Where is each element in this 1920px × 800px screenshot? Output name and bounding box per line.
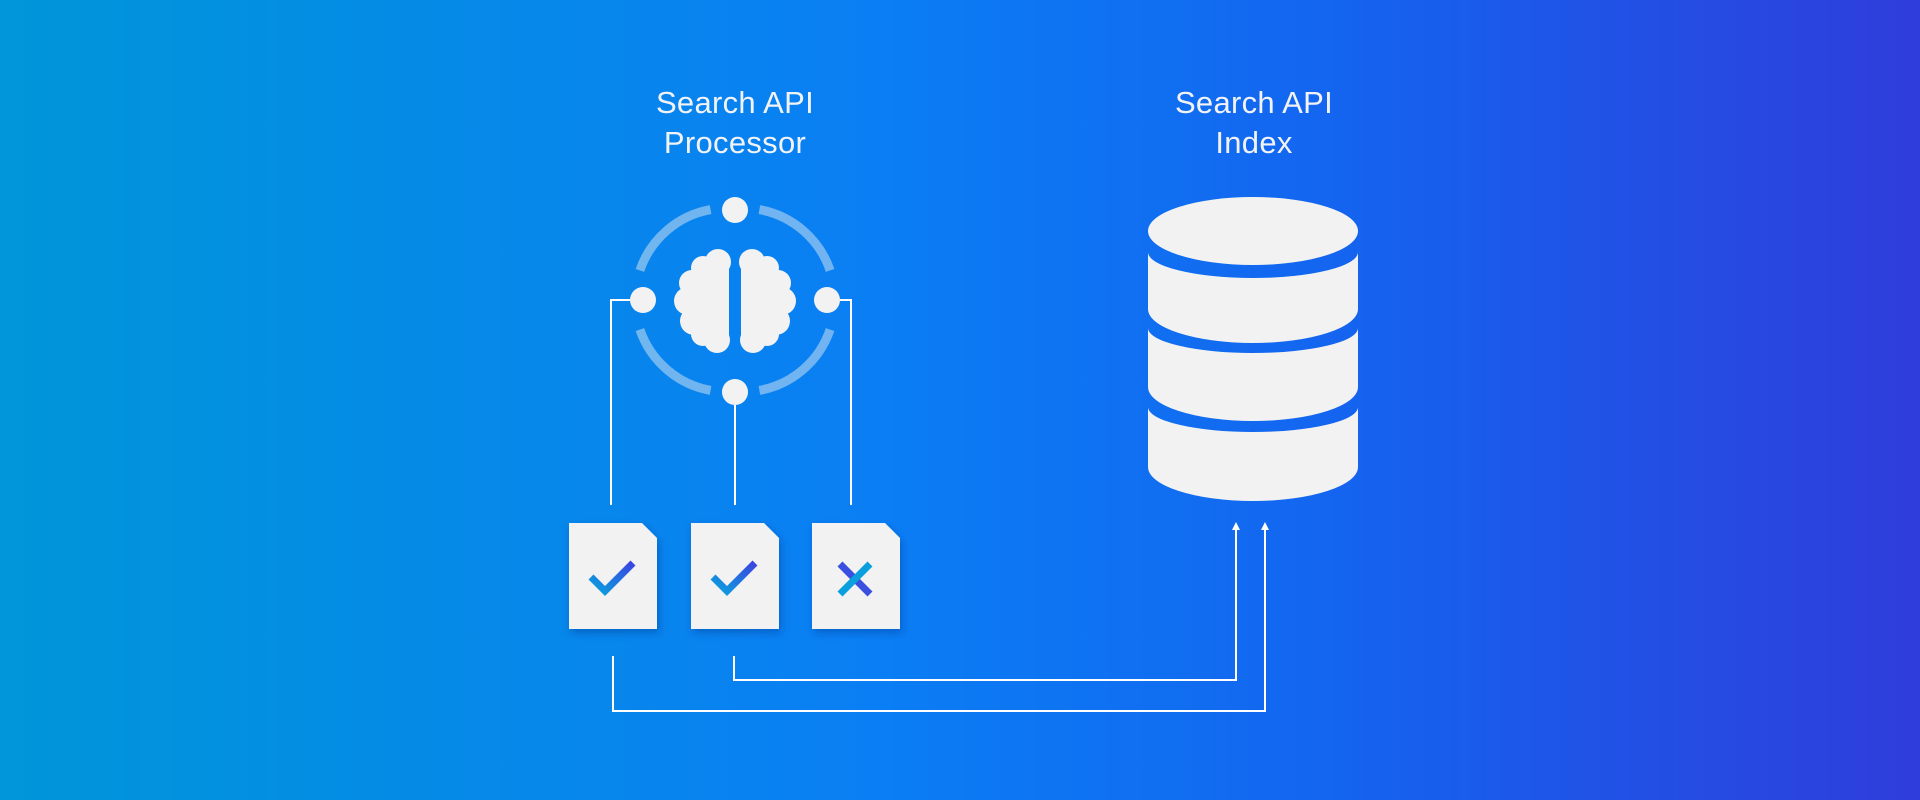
brain-icon [674,249,796,353]
arrowhead-left [1232,522,1240,530]
index-title-line1: Search API [1174,85,1334,120]
check-icon [710,560,758,596]
document-rejected [812,523,900,629]
database-top [1148,197,1358,265]
index-title-line2: Index [1215,125,1293,160]
connector-doc2-to-index [733,528,1237,681]
processor-title-line1: Search API [655,85,815,120]
index-connectors [612,528,1266,712]
ring-arc-top-right [758,205,835,272]
ring-arc-bottom-left [635,328,712,395]
processor-ring [635,205,835,395]
document-accepted-1 [569,523,657,629]
database-icon [1148,197,1358,501]
index-arrowheads [1232,522,1269,530]
connector-doc1-to-index [612,528,1266,712]
ring-arc-bottom-right [758,328,835,395]
connector-left [610,299,630,505]
node-bottom [722,379,748,405]
document-accepted-2 [691,523,779,629]
processor-title: Search API Processor [575,83,895,163]
processor-connectors [610,299,852,505]
arrowhead-right [1261,522,1269,530]
check-icon [588,560,636,596]
processor-title-line2: Processor [663,125,807,160]
database-segment-bottom [1148,407,1358,501]
database-segment-middle [1148,328,1358,421]
ring-arc-top-left [635,205,712,272]
node-left [630,287,656,313]
connector-right [840,299,852,505]
database-segment-upper [1148,252,1358,343]
node-right [814,287,840,313]
index-title: Search API Index [1094,83,1414,163]
x-icon [837,561,873,597]
node-top [722,197,748,223]
processor-nodes [630,197,840,405]
